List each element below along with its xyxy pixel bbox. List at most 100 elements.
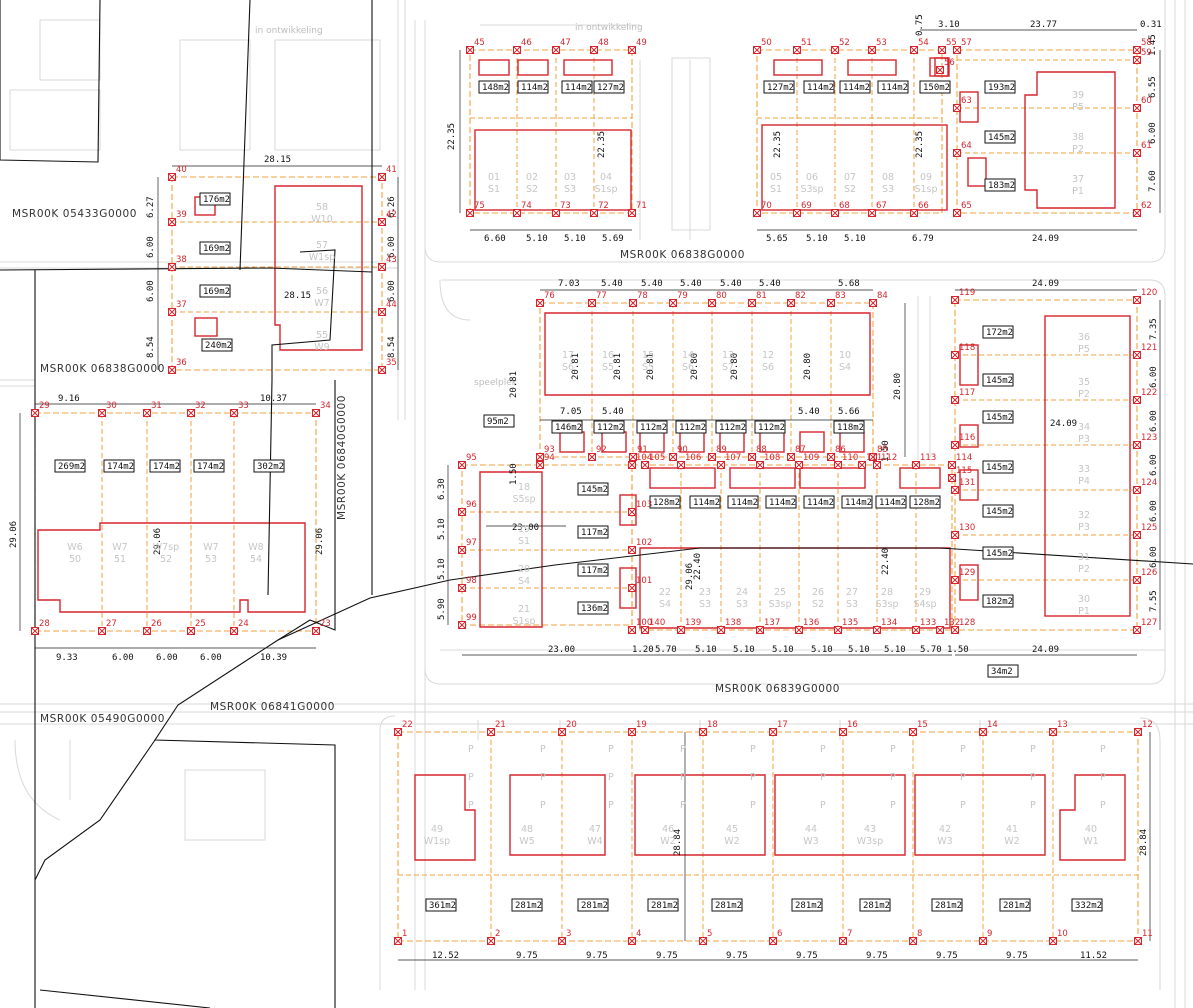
survey-marker-100: 108 — [756, 453, 780, 469]
unit-label-midl-0: 18 — [518, 482, 530, 493]
dim-top-a-2: 5.10 — [564, 234, 586, 244]
unit-label-midtop-6: 10 — [839, 350, 851, 361]
unit-label-bot-9: 40 — [1085, 824, 1097, 835]
survey-marker-label-13: 59 — [1141, 48, 1152, 58]
survey-marker-label-84: 128 — [959, 618, 975, 628]
unit-label-midb-2: 24 — [736, 587, 748, 598]
survey-marker-7: 52 — [831, 38, 850, 54]
survey-marker-label-64: 90 — [677, 445, 688, 455]
survey-marker-97: 105 — [641, 453, 665, 469]
area-label-a281a: 281m2 — [511, 898, 543, 912]
survey-marker-134: 7 — [839, 929, 852, 945]
unit-type-top-3: S1sp — [594, 184, 617, 195]
dim-mid-top-5: 5.40 — [759, 279, 781, 289]
survey-marker-1: 46 — [513, 38, 532, 54]
unit-type-top-1: S2 — [526, 184, 538, 195]
survey-marker-label-48: 26 — [151, 619, 162, 629]
dim-top-h3: 22.35 — [773, 131, 783, 158]
survey-marker-23: 69 — [793, 201, 812, 217]
dim-mid-rv-6: 7.55 — [1149, 590, 1159, 612]
dim-mid-h-6: 20.80 — [803, 353, 813, 380]
survey-marker-51: 23 — [312, 619, 331, 635]
area-label-a193: 193m2 — [984, 80, 1016, 94]
area-label-a176: 176m2 — [199, 192, 231, 206]
survey-marker-label-69: 85 — [877, 445, 888, 455]
area-text-a112c: 112m2 — [679, 423, 706, 433]
unit-type-midl-0: S5sp — [512, 494, 535, 505]
survey-marker-label-100: 108 — [764, 453, 780, 463]
survey-marker-119: 20 — [558, 720, 577, 736]
survey-marker-label-88: 96 — [466, 500, 477, 510]
dim-bot-1: 9.75 — [516, 951, 538, 961]
dim-top-r-1: 6.55 — [1148, 76, 1158, 98]
dim-mid-l-3: 5.90 — [437, 598, 447, 620]
survey-marker-49: 25 — [187, 619, 206, 635]
area-text-a281h: 281m2 — [1003, 901, 1030, 911]
dim-w10-top: 28.15 — [264, 155, 291, 165]
survey-marker-label-128: 1 — [402, 929, 407, 939]
dim-mid-h2-1: 22.40 — [693, 553, 703, 580]
area-label-a112d: 112m2 — [715, 420, 747, 434]
unit-type-midb-7: S4sp — [913, 599, 936, 610]
area-text-a281a: 281m2 — [515, 901, 542, 911]
dim-mid-in-0: 7.05 — [560, 407, 582, 417]
unit-label-midr-2: 34 — [1078, 422, 1090, 433]
dim-mid-h-5: 20.80 — [730, 353, 740, 380]
survey-marker-label-0: 45 — [474, 38, 485, 48]
area-text-a112b: 112m2 — [640, 423, 667, 433]
dim-mid-h-1: 20.81 — [571, 353, 581, 380]
area-label-a117a: 117m2 — [577, 525, 609, 539]
dim-top-r-3: 7.60 — [1148, 170, 1158, 192]
area-label-a332: 332m2 — [1071, 898, 1103, 912]
survey-marker-label-89: 97 — [466, 538, 477, 548]
unit-type-midb-2: S3 — [736, 599, 748, 610]
area-label-a281b: 281m2 — [577, 898, 609, 912]
unit-label-midl-3: 21 — [518, 604, 530, 615]
unit-label-midb-7: 29 — [919, 587, 931, 598]
area-text-a112a: 112m2 — [597, 423, 624, 433]
dim-mid-in-3: 5.66 — [838, 407, 860, 417]
area-label-a174a: 174m2 — [103, 459, 135, 473]
survey-marker-label-79: 124 — [1141, 478, 1157, 488]
survey-marker-138: 11 — [1134, 929, 1153, 945]
dim-w-bot-1: 6.00 — [112, 653, 134, 663]
unit-type-topr-0: P5 — [1072, 102, 1084, 113]
unit-label-bot-2: 47 — [589, 824, 601, 835]
survey-marker-59: 83 — [827, 291, 846, 307]
survey-marker-label-92: 104 — [636, 453, 652, 463]
survey-marker-75: 122 — [1133, 388, 1157, 404]
area-label-a183: 183m2 — [984, 178, 1016, 192]
dim-top-b-1: 5.10 — [806, 234, 828, 244]
survey-marker-87: 94 — [536, 453, 555, 469]
survey-marker-116: 132 — [936, 618, 960, 634]
survey-marker-135: 8 — [909, 929, 922, 945]
survey-marker-label-103: 111 — [866, 453, 882, 463]
survey-marker-label-115: 133 — [920, 618, 936, 628]
unit-label-midr-3: 33 — [1078, 464, 1090, 475]
unit-type-midb-6: S3sp — [875, 599, 898, 610]
area-text-a145e: 145m2 — [986, 507, 1013, 517]
survey-marker-18: 64 — [953, 141, 972, 157]
unit-label-midtop-5: 12 — [762, 350, 774, 361]
survey-marker-label-10: 55 — [946, 38, 957, 48]
area-text-a114b: 114m2 — [565, 83, 592, 93]
parking-label-4-0: P — [750, 744, 756, 755]
survey-marker-label-54: 78 — [637, 291, 648, 301]
area-label-a145e: 145m2 — [982, 504, 1014, 518]
area-text-a145c: 145m2 — [986, 413, 1013, 423]
dim-mid-bot-5: 5.10 — [772, 645, 794, 655]
survey-marker-label-49: 25 — [195, 619, 206, 629]
unit-label-top-7: 08 — [882, 172, 894, 183]
area-label-a145g: 145m2 — [577, 482, 609, 496]
area-text-a332: 332m2 — [1075, 901, 1102, 911]
survey-marker-label-110: 138 — [725, 618, 741, 628]
dim-mid-bot-7: 5.10 — [848, 645, 870, 655]
parcel-05490: MSR00K 05490G0000 — [40, 713, 165, 725]
area-label-a302: 302m2 — [253, 459, 285, 473]
survey-marker-114: 134 — [873, 618, 897, 634]
unit-type-top-8: S1sp — [914, 184, 937, 195]
survey-marker-111: 137 — [756, 618, 780, 634]
area-label-a281f: 281m2 — [859, 898, 891, 912]
unit-type-midtop-1: S5 — [602, 362, 614, 373]
dim-mid-in-2: 5.40 — [798, 407, 820, 417]
